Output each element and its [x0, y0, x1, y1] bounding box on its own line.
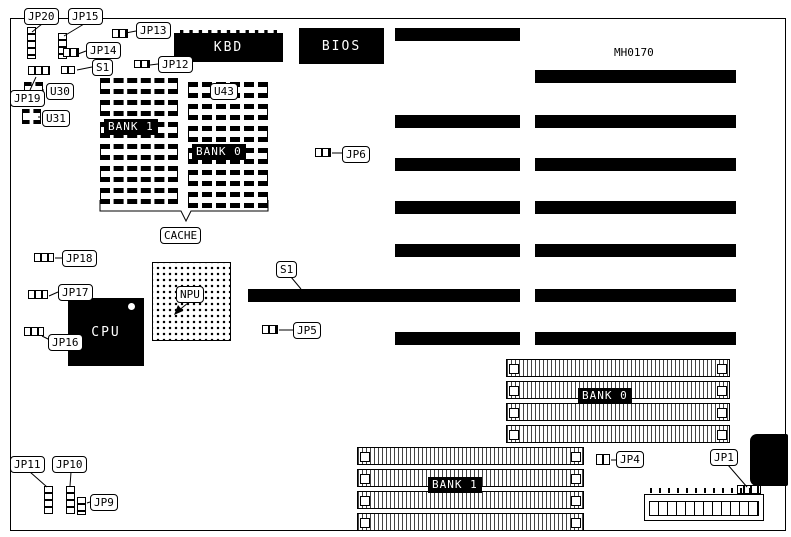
- jumper-block-jp10: [66, 486, 75, 514]
- switch-label-s1-header: S1: [92, 59, 114, 76]
- jumper-block-jp5: [262, 325, 278, 334]
- jumper-label-jp10: JP10: [52, 456, 87, 473]
- isa-slot: [535, 289, 736, 302]
- isa-slot: [535, 115, 736, 128]
- jumper-block-jp13: [112, 29, 128, 38]
- isa-slot-s1: [248, 289, 520, 302]
- simm-socket: [357, 447, 584, 465]
- simm-socket: [357, 491, 584, 509]
- isa-slot: [395, 244, 520, 257]
- simm-socket: [506, 403, 730, 421]
- kbd-chip-label: KBD: [213, 40, 244, 55]
- jumper-block-jp19: [28, 66, 50, 75]
- sram-socket: [188, 126, 268, 142]
- ic-label-u31: U31: [42, 110, 70, 127]
- jumper-label-jp18: JP18: [62, 250, 97, 267]
- jumper-block-jp12: [134, 60, 150, 68]
- cpu-pin1-dot: [128, 303, 135, 310]
- jumper-label-jp4: JP4: [616, 451, 644, 468]
- jumper-label-jp11: JP11: [10, 456, 45, 473]
- jumper-block-jp18: [34, 253, 54, 262]
- isa-slot: [535, 158, 736, 171]
- jumper-label-jp5: JP5: [293, 322, 321, 339]
- simm-socket: [506, 425, 730, 443]
- sram-socket: [188, 170, 268, 186]
- bios-chip: BIOS: [299, 28, 384, 64]
- jumper-label-jp9: JP9: [90, 494, 118, 511]
- sram-bank0-label: BANK 0: [192, 144, 246, 160]
- power-connector-pins: [650, 488, 758, 493]
- jumper-label-jp15: JP15: [68, 8, 103, 25]
- jumper-label-jp13: JP13: [136, 22, 171, 39]
- sram-socket: [188, 104, 268, 120]
- sram-socket: [100, 188, 178, 204]
- sram-socket: [188, 192, 268, 208]
- jumper-label-jp1: JP1: [710, 449, 738, 466]
- cpu-chip-label: CPU: [91, 324, 121, 340]
- ic-label-u30: U30: [46, 83, 74, 100]
- jumper-label-jp14: JP14: [86, 42, 121, 59]
- board-part-number: MH0170: [614, 46, 654, 59]
- keyboard-din-connector: [750, 434, 788, 486]
- jumper-block-jp11: [44, 486, 53, 514]
- jumper-block-jp14: [63, 48, 79, 57]
- jumper-block-jp17: [28, 290, 48, 299]
- jumper-block-jp6: [315, 148, 331, 157]
- simm-socket: [357, 513, 584, 531]
- jumper-block-jp20: [27, 27, 36, 59]
- switch-label-s1-slot: S1: [276, 261, 298, 278]
- isa-slot: [395, 158, 520, 171]
- sram-socket: [100, 78, 178, 94]
- ic-u31: [22, 109, 41, 124]
- simm-bank1-label: BANK 1: [428, 477, 482, 493]
- power-connector: [644, 494, 764, 521]
- sram-socket: [100, 166, 178, 182]
- isa-slot: [535, 201, 736, 214]
- isa-slot: [395, 115, 520, 128]
- cache-label: CACHE: [160, 227, 202, 244]
- isa-slot: [395, 332, 520, 345]
- jumper-block-jp4: [596, 454, 610, 465]
- simm-socket: [506, 359, 730, 377]
- jumper-block-jp9: [77, 497, 86, 515]
- sram-bank1-label: BANK 1: [104, 119, 158, 135]
- jumper-label-jp17: JP17: [58, 284, 93, 301]
- jumper-label-jp12: JP12: [158, 56, 193, 73]
- jumper-label-jp20: JP20: [24, 8, 59, 25]
- isa-slot: [535, 332, 736, 345]
- sram-socket: [100, 144, 178, 160]
- jumper-block-jp16: [24, 327, 44, 336]
- isa-slot: [395, 28, 520, 41]
- npu-label: NPU: [176, 286, 204, 303]
- ic-label-u43: U43: [210, 83, 238, 100]
- isa-slot: [535, 70, 736, 83]
- switch-block-s1: [61, 66, 75, 74]
- jumper-label-jp6: JP6: [342, 146, 370, 163]
- sram-socket: [100, 100, 178, 116]
- simm-bank0-label: BANK 0: [578, 388, 632, 404]
- jumper-label-jp19: JP19: [10, 90, 45, 107]
- jumper-label-jp16: JP16: [48, 334, 83, 351]
- isa-slot: [535, 244, 736, 257]
- isa-slot: [395, 201, 520, 214]
- bios-chip-label: BIOS: [321, 38, 362, 54]
